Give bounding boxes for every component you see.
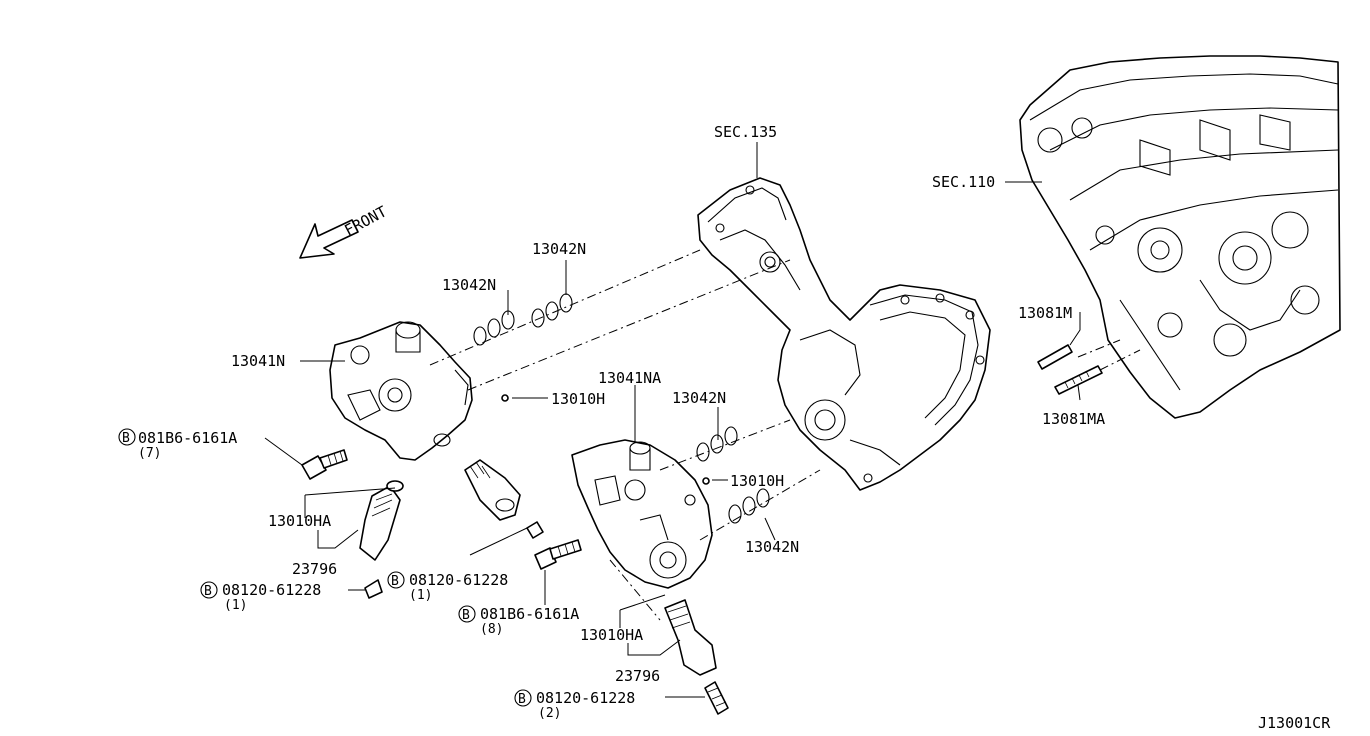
label-08120-a-qty: (1) [224, 598, 247, 613]
assembly-line-3 [659, 419, 791, 471]
bolt-08120-upper [526, 521, 544, 539]
label-081b6-a: 081B6-6161A [138, 429, 237, 447]
bolt-08120-bottom [704, 681, 729, 715]
label-13010h-b: 13010H [730, 472, 784, 490]
bolt-symbol-text-4: B [462, 608, 470, 623]
assembly-line-7 [609, 559, 661, 621]
label-23796-a: 23796 [292, 560, 337, 578]
solenoid-valve-upper [464, 459, 521, 521]
dowel-pin-13081m [1037, 344, 1073, 370]
label-13042n-d: 13042N [745, 538, 799, 556]
bolt-symbol-5 [514, 689, 532, 707]
plug-13010h-lower [702, 477, 710, 485]
bolt-symbol-3 [387, 571, 405, 589]
label-13041na: 13041NA [598, 369, 661, 387]
o-rings-middle [696, 426, 738, 462]
label-13042n-c: 13042N [672, 389, 726, 407]
bolt-symbol-2 [200, 581, 218, 599]
o-rings-lower [728, 488, 770, 524]
assembly-line-4 [699, 469, 821, 541]
label-13010h-a: 13010H [551, 390, 605, 408]
bolt-symbol-1 [118, 428, 136, 446]
label-08120-c: 08120-61228 [536, 689, 635, 707]
label-13010ha-b: 13010HA [580, 626, 643, 644]
assembly-line-5 [1077, 339, 1121, 358]
label-081b6-b: 081B6-6161A [480, 605, 579, 623]
valve-timing-cover-13041na [571, 439, 713, 589]
label-081b6-b-qty: (8) [480, 622, 503, 637]
bolt-symbol-text-1: B [122, 431, 130, 446]
bolt-symbol-4 [458, 605, 476, 623]
label-23796-b: 23796 [615, 667, 660, 685]
o-rings-upper-right [531, 293, 573, 328]
assembly-line-6 [1099, 349, 1141, 371]
bolt-symbol-text-3: B [391, 574, 399, 589]
valve-timing-cover-13041n [329, 321, 473, 461]
label-08120-b-qty: (1) [409, 588, 432, 603]
front-arrow-icon [299, 219, 359, 259]
label-13042n-b: 13042N [442, 276, 496, 294]
solenoid-valve-lower [664, 599, 717, 676]
engine-block-sec110 [1019, 55, 1341, 419]
label-sec110: SEC.110 [932, 173, 995, 191]
assembly-line-2 [467, 259, 791, 391]
bolt-symbol-text-2: B [204, 584, 212, 599]
dowel-pin-13081ma [1054, 365, 1103, 395]
front-label: FRONT [341, 202, 389, 239]
solenoid-valve-left [359, 480, 404, 561]
label-13010ha-a: 13010HA [268, 512, 331, 530]
plug-13010h-upper [501, 394, 509, 402]
label-13042n-a: 13042N [532, 240, 586, 258]
label-13081ma: 13081MA [1042, 410, 1105, 428]
bolt-081b6-upper [301, 449, 348, 480]
bolt-08120-left [364, 579, 383, 599]
bolt-081b6-lower [534, 539, 582, 570]
label-13081m: 13081M [1018, 304, 1072, 322]
diagram-code: J13001CR [1258, 714, 1331, 732]
o-rings-upper-left [473, 310, 515, 346]
label-08120-b: 08120-61228 [409, 571, 508, 589]
label-08120-c-qty: (2) [538, 706, 561, 721]
label-08120-a: 08120-61228 [222, 581, 321, 599]
label-sec135: SEC.135 [714, 123, 777, 141]
assembly-line-1 [429, 249, 701, 366]
label-081b6-a-qty: (7) [138, 446, 161, 461]
timing-cover-sec135 [697, 177, 991, 491]
label-13041n: 13041N [231, 352, 285, 370]
bolt-symbol-text-5: B [518, 692, 526, 707]
leader-lines [264, 142, 1081, 698]
